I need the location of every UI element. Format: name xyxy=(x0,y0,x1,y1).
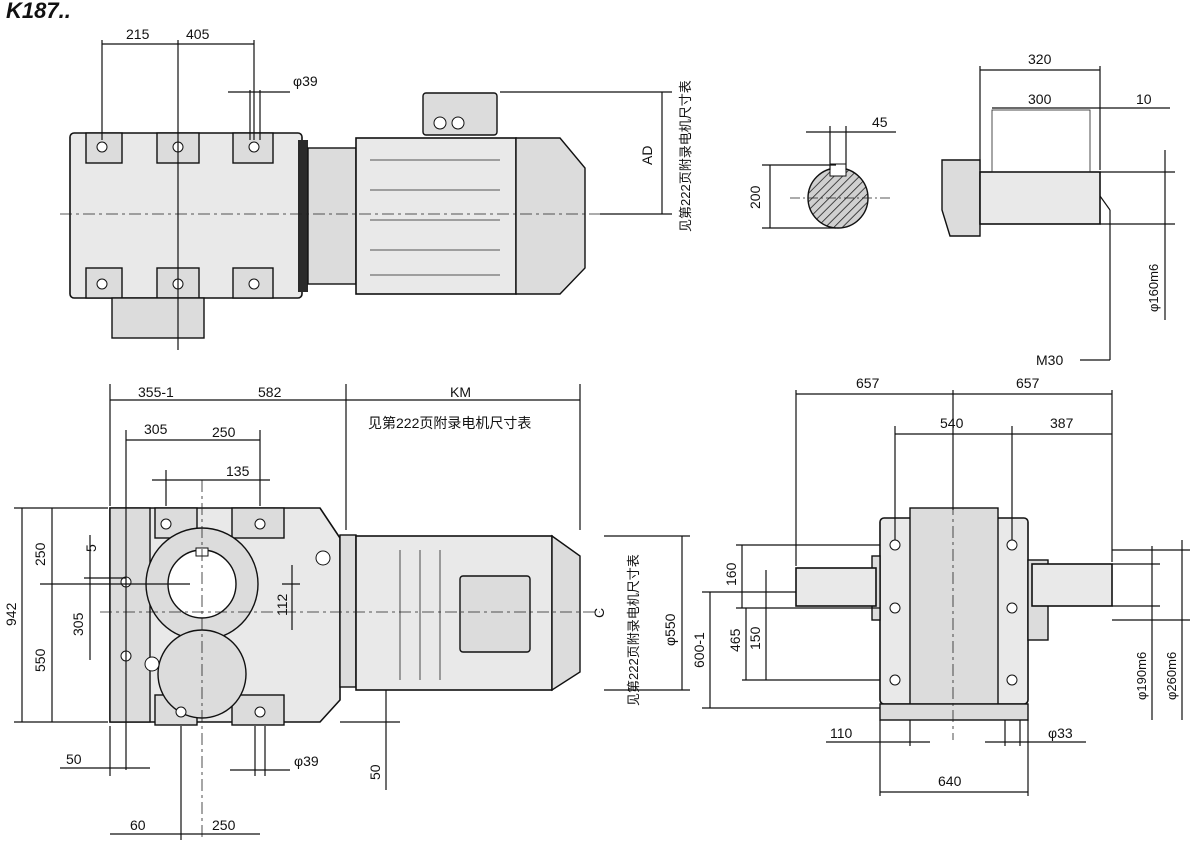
dim-657-a: 657 xyxy=(856,375,880,391)
key-outline xyxy=(991,109,1091,173)
adapter xyxy=(307,147,357,285)
dim-640: 640 xyxy=(938,773,962,789)
dim-550-v: 550 xyxy=(32,648,48,672)
output-housing xyxy=(111,297,205,339)
foot-pad xyxy=(85,267,123,299)
dim-215: 215 xyxy=(126,26,150,42)
dim-540: 540 xyxy=(940,415,964,431)
motor-fan-cover xyxy=(515,137,586,295)
output-shaft xyxy=(979,171,1101,225)
base-foot xyxy=(879,703,1029,721)
dim-582: 582 xyxy=(258,384,282,400)
dim-phi550: φ550 xyxy=(662,613,678,646)
dim-112: 112 xyxy=(274,593,290,616)
shaft-housing xyxy=(941,159,981,237)
dim-320: 320 xyxy=(1028,51,1052,67)
dim-150: 150 xyxy=(747,626,763,650)
dim-942: 942 xyxy=(3,602,19,626)
dim-110: 110 xyxy=(830,725,853,741)
dim-250: 250 xyxy=(212,424,236,440)
dim-60: 60 xyxy=(130,817,146,833)
dim-50-h: 50 xyxy=(66,751,82,767)
dim-50-v: 50 xyxy=(367,764,383,780)
dim-250-v: 250 xyxy=(32,542,48,566)
dim-600: 600-1 xyxy=(691,632,707,668)
dim-M30: M30 xyxy=(1036,352,1063,368)
dim-45: 45 xyxy=(872,114,888,130)
dim-5: 5 xyxy=(83,544,99,552)
dim-KM: KM xyxy=(450,384,471,400)
dim-phi33: φ33 xyxy=(1048,725,1073,741)
dim-300: 300 xyxy=(1028,91,1052,107)
dim-AD: AD xyxy=(639,146,655,165)
note-motor-table-3: 见第222页附录电机尺寸表 xyxy=(626,554,641,706)
dim-phi39-top: φ39 xyxy=(293,73,318,89)
bolt-holes-end xyxy=(889,539,1018,686)
dim-305-v: 305 xyxy=(70,612,86,636)
shaft-left xyxy=(795,567,877,607)
adapter xyxy=(339,534,357,688)
dim-250-b: 250 xyxy=(212,817,236,833)
dim-355: 355-1 xyxy=(138,384,174,400)
foot-pad xyxy=(231,507,285,539)
note-motor-table-1: 见第222页附录电机尺寸表 xyxy=(678,80,693,232)
motor-body-top xyxy=(355,137,517,295)
note-motor-table-2: 见第222页附录电机尺寸表 xyxy=(368,415,531,431)
flange-band xyxy=(298,140,308,292)
shaft-right xyxy=(1031,563,1113,607)
dim-135: 135 xyxy=(226,463,250,479)
center-housing xyxy=(909,507,999,705)
bolt-holes xyxy=(96,141,260,290)
foot-pad xyxy=(232,267,274,299)
dim-200: 200 xyxy=(747,185,763,209)
motor-fan-cover xyxy=(551,534,581,692)
front-view: 355-1 582 KM 见第222页附录电机尺寸表 305 250 135 9… xyxy=(3,384,690,840)
dim-10: 10 xyxy=(1136,91,1152,107)
dim-phi160: φ160m6 xyxy=(1146,264,1161,312)
terminal-box-front xyxy=(459,575,531,653)
dim-phi260: φ260m6 xyxy=(1164,652,1179,700)
terminal-icon xyxy=(451,116,465,130)
dim-465: 465 xyxy=(727,628,743,652)
dim-657-b: 657 xyxy=(1016,375,1040,391)
model-title: K187.. xyxy=(6,0,71,23)
keyway xyxy=(829,163,847,177)
dim-C: C xyxy=(591,608,607,618)
side-flange xyxy=(109,507,151,723)
top-view: 215 405 φ39 AD 见第222页附录电机尺寸表 xyxy=(60,26,693,350)
dim-405: 405 xyxy=(186,26,210,42)
dim-phi190: φ190m6 xyxy=(1134,652,1149,700)
shaft-side-view: 320 300 10 φ160m6 M30 xyxy=(941,51,1175,368)
dim-305: 305 xyxy=(144,421,168,437)
plug xyxy=(144,656,160,672)
dim-160: 160 xyxy=(723,562,739,586)
dim-phi39-front: φ39 xyxy=(294,753,319,769)
shaft-section-view: 45 200 xyxy=(747,114,896,229)
end-view: 657 657 540 387 160 600-1 465 150 xyxy=(691,375,1190,796)
terminal-icon xyxy=(433,116,447,130)
plug xyxy=(315,550,331,566)
dim-387: 387 xyxy=(1050,415,1074,431)
